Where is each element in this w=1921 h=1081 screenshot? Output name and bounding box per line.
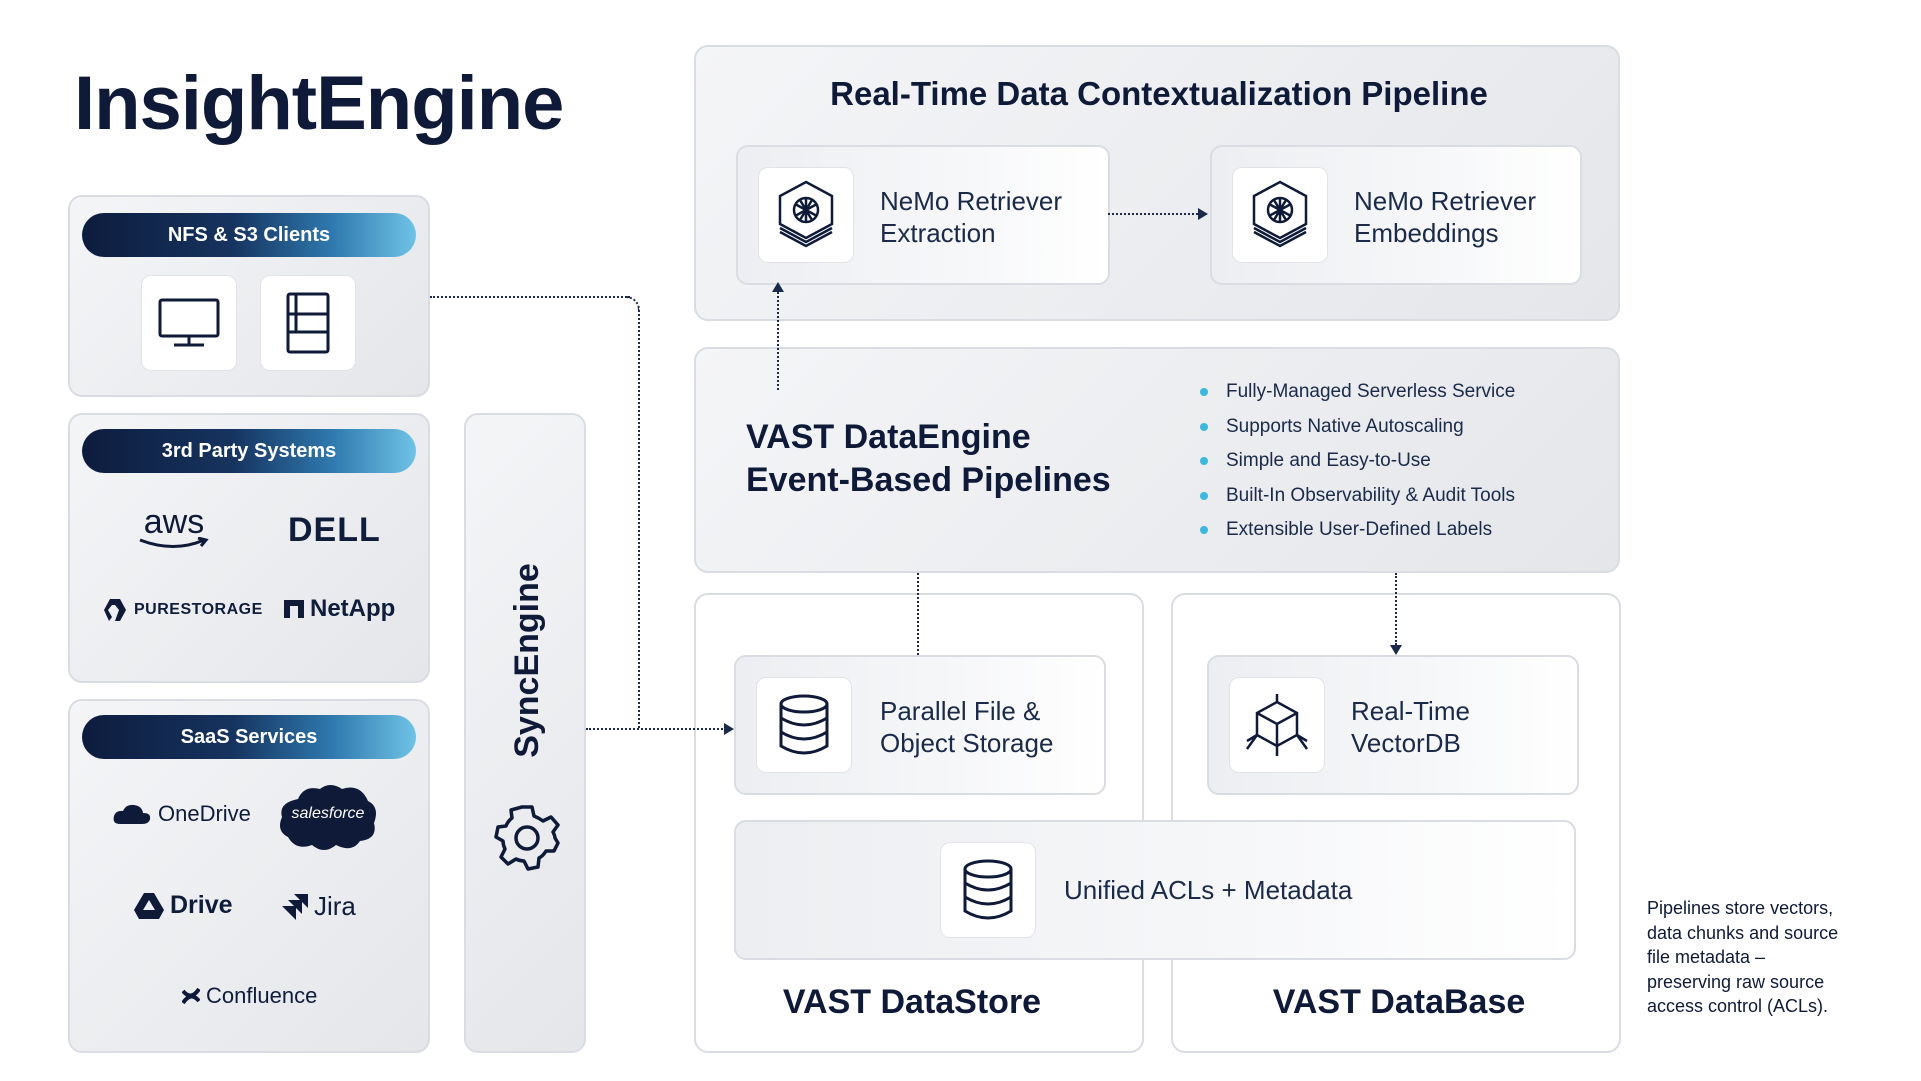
nfs-s3-clients-pill: NFS & S3 Clients bbox=[82, 213, 416, 257]
saas-services-pill: SaaS Services bbox=[82, 715, 416, 759]
third-party-systems-pill: 3rd Party Systems bbox=[82, 429, 416, 473]
nemo-extraction-label: NeMo Retriever Extraction bbox=[880, 186, 1063, 248]
feature-item: Supports Native Autoscaling bbox=[1200, 410, 1515, 445]
database-icon bbox=[756, 677, 852, 773]
connector-line bbox=[626, 296, 640, 310]
nemo-cube-icon bbox=[1232, 167, 1328, 263]
pipeline-title: Real-Time Data Contextualization Pipelin… bbox=[830, 75, 1488, 112]
purestorage-logo: PURESTORAGE bbox=[102, 597, 263, 623]
feature-item: Fully-Managed Serverless Service bbox=[1200, 375, 1515, 410]
gear-icon bbox=[492, 803, 562, 873]
jira-logo: Jira bbox=[282, 891, 356, 922]
parallel-storage-label: Parallel File & Object Storage bbox=[880, 696, 1054, 758]
contextualization-pipeline-panel: Real-Time Data Contextualization Pipelin… bbox=[694, 45, 1620, 321]
drive-logo: Drive bbox=[134, 891, 233, 920]
netapp-logo: NetApp bbox=[284, 595, 395, 623]
vectordb-label: Real-Time VectorDB bbox=[1351, 696, 1470, 758]
vector-cube-icon bbox=[1229, 677, 1325, 773]
nemo-cube-icon bbox=[758, 167, 854, 263]
feature-item: Extensible User-Defined Labels bbox=[1200, 513, 1515, 548]
nemo-embeddings-label: NeMo Retriever Embeddings bbox=[1354, 186, 1537, 248]
onedrive-logo: OneDrive bbox=[112, 801, 251, 827]
unified-acls-label: Unified ACLs + Metadata bbox=[1064, 875, 1353, 905]
connector-line bbox=[777, 292, 779, 390]
vectordb-card: Real-Time VectorDB bbox=[1207, 655, 1579, 795]
connector-line bbox=[917, 573, 919, 655]
nemo-extraction-card: NeMo Retriever Extraction bbox=[736, 145, 1110, 285]
monitor-icon bbox=[141, 275, 237, 371]
parallel-storage-card: Parallel File & Object Storage bbox=[734, 655, 1106, 795]
connector-line bbox=[586, 728, 726, 730]
data-engine-title: VAST DataEngine Event-Based Pipelines bbox=[746, 418, 1111, 499]
sync-engine-panel: SyncEngine bbox=[464, 413, 586, 1053]
sync-engine-label: SyncEngine bbox=[507, 562, 546, 758]
unified-acls-card: Unified ACLs + Metadata bbox=[734, 820, 1576, 960]
data-engine-features: Fully-Managed Serverless Service Support… bbox=[1200, 375, 1515, 548]
data-engine-panel: VAST DataEngine Event-Based Pipelines Fu… bbox=[694, 347, 1620, 573]
connector-line bbox=[430, 296, 630, 298]
feature-item: Simple and Easy-to-Use bbox=[1200, 444, 1515, 479]
connector-line bbox=[638, 310, 640, 728]
pipelines-note: Pipelines store vectors, data chunks and… bbox=[1647, 898, 1839, 1016]
connector-line bbox=[1395, 573, 1397, 645]
salesforce-logo: salesforce bbox=[276, 781, 380, 853]
saas-services-panel: SaaS Services OneDrive salesforce Drive … bbox=[68, 699, 430, 1053]
database-icon bbox=[940, 842, 1036, 938]
connector-arrowhead bbox=[724, 723, 734, 735]
aws-logo: aws bbox=[138, 505, 210, 549]
nemo-embeddings-card: NeMo Retriever Embeddings bbox=[1210, 145, 1582, 285]
feature-item: Built-In Observability & Audit Tools bbox=[1200, 479, 1515, 514]
connector-line bbox=[1108, 213, 1202, 215]
dell-logo: DELL bbox=[288, 511, 381, 549]
nfs-s3-clients-panel: NFS & S3 Clients bbox=[68, 195, 430, 397]
connector-arrowhead bbox=[772, 282, 784, 292]
connector-arrowhead bbox=[1390, 645, 1402, 655]
confluence-logo: Confluence bbox=[182, 983, 317, 1009]
third-party-systems-panel: 3rd Party Systems aws DELL PURESTORAGE N… bbox=[68, 413, 430, 683]
server-rack-icon bbox=[260, 275, 356, 371]
page-title: InsightEngine bbox=[74, 61, 564, 146]
vast-database-label: VAST DataBase bbox=[1272, 983, 1526, 1021]
vast-datastore-label: VAST DataStore bbox=[782, 983, 1042, 1021]
connector-arrowhead bbox=[1198, 208, 1208, 220]
